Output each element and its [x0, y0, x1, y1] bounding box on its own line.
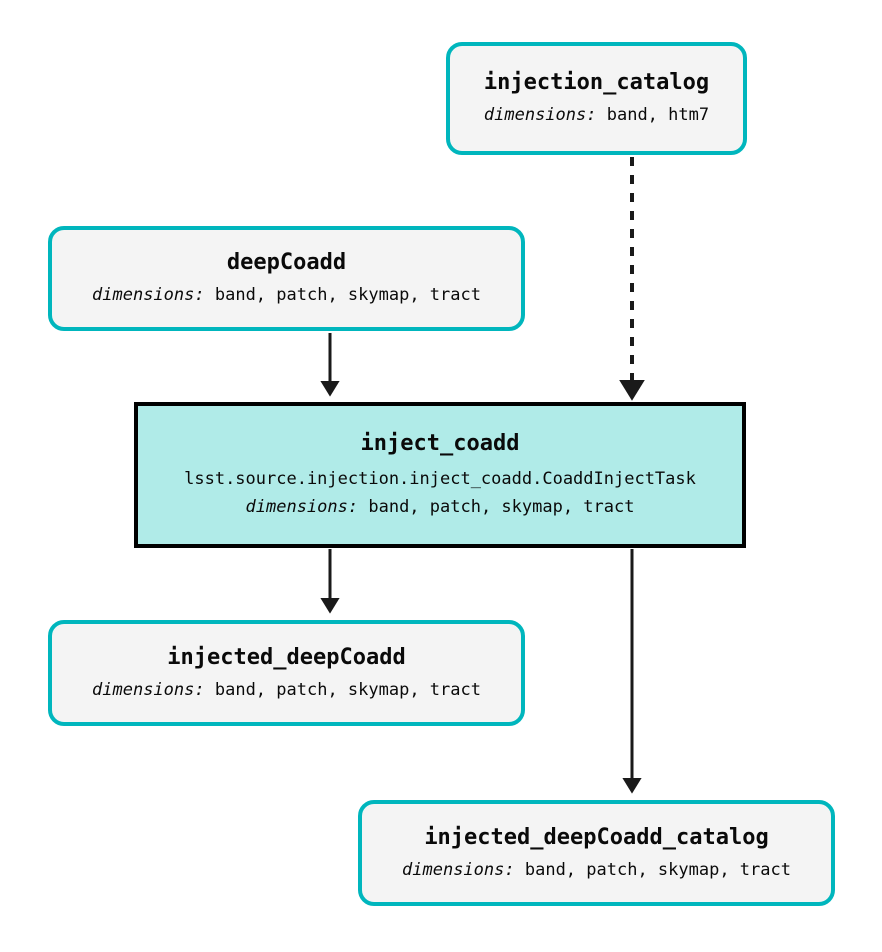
- dimensions-label: dimensions:: [92, 679, 205, 700]
- node-dimensions-deepcoadd: dimensions: band, patch, skymap, tract: [92, 286, 481, 306]
- dimensions-label: dimensions:: [483, 105, 597, 126]
- node-title-injected-deepcoadd: injected_deepCoadd: [167, 644, 406, 670]
- node-injection-catalog[interactable]: injection_catalog dimensions: band, htm7: [446, 42, 747, 155]
- node-title-inject-coadd: inject_coadd: [360, 431, 520, 457]
- node-deepcoadd[interactable]: deepCoadd dimensions: band, patch, skyma…: [48, 226, 525, 331]
- dimensions-value: band, htm7: [606, 105, 710, 126]
- node-title-injected-deepcoadd-catalog: injected_deepCoadd_catalog: [424, 824, 769, 850]
- dimensions-label: dimensions:: [402, 859, 515, 880]
- dimensions-label: dimensions:: [245, 497, 359, 518]
- node-title-injection-catalog: injection_catalog: [483, 70, 710, 96]
- node-injected-deepcoadd[interactable]: injected_deepCoadd dimensions: band, pat…: [48, 620, 525, 726]
- node-dimensions-injection-catalog: dimensions: band, htm7: [484, 106, 709, 126]
- node-injected-deepcoadd-catalog[interactable]: injected_deepCoadd_catalog dimensions: b…: [358, 800, 835, 906]
- node-class-path-inject-coadd: lsst.source.injection.inject_coadd.Coadd…: [184, 468, 696, 489]
- node-inject-coadd[interactable]: inject_coadd lsst.source.injection.injec…: [134, 402, 746, 548]
- dimensions-value: band, patch, skymap, tract: [524, 859, 791, 880]
- dimensions-value: band, patch, skymap, tract: [214, 285, 481, 306]
- node-dimensions-inject-coadd: dimensions: band, patch, skymap, tract: [245, 497, 635, 518]
- dimensions-label: dimensions:: [92, 285, 205, 306]
- node-dimensions-injected-deepcoadd-catalog: dimensions: band, patch, skymap, tract: [402, 859, 791, 881]
- node-dimensions-injected-deepcoadd: dimensions: band, patch, skymap, tract: [92, 679, 481, 701]
- dimensions-value: band, patch, skymap, tract: [214, 679, 481, 700]
- node-title-deepcoadd: deepCoadd: [226, 250, 347, 276]
- dimensions-value: band, patch, skymap, tract: [368, 497, 635, 518]
